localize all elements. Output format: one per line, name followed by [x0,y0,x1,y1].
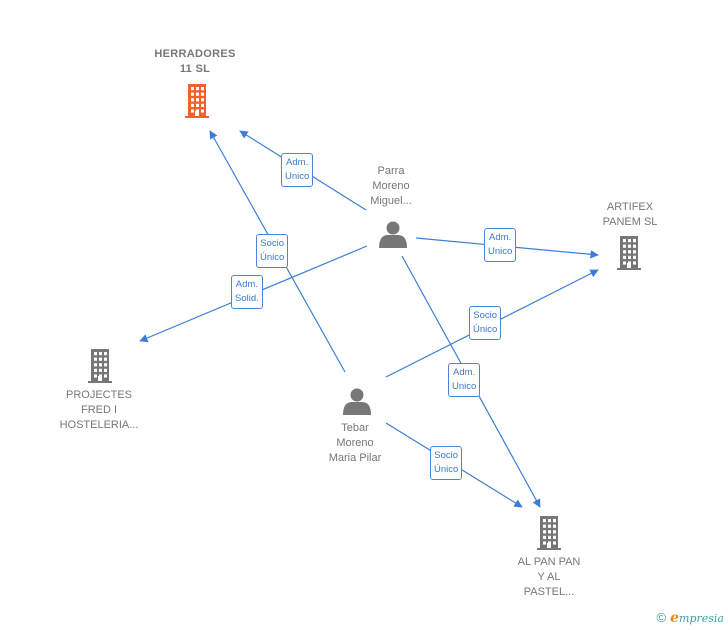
building-icon-herradores[interactable] [185,84,209,118]
building-icon-projectes[interactable] [88,349,112,383]
edge-label-parra-herradores[interactable]: Adm.Unico [281,153,314,187]
node-label-projectes[interactable]: PROJECTES FRED I HOSTELERIA... [59,389,139,431]
brand-footer: ©empresia [657,610,724,626]
edge-label-parra-artifex[interactable]: Adm.Unico [484,228,517,262]
node-label-tebar[interactable]: Tebar Moreno Maria Pilar [328,422,382,464]
brand-logo-e: e [670,610,680,626]
edge-label-parra-projectes[interactable]: Adm.Solid. [231,275,263,309]
person-icon-tebar[interactable] [343,388,371,416]
copyright-symbol: © [656,610,667,625]
building-icon-alpan[interactable] [537,516,561,550]
brand-logo-text: mpresia [679,612,724,625]
node-label-artifex[interactable]: ARTIFEX PANEM SL [602,201,658,228]
node-label-herradores[interactable]: HERRADORES 11 SL [154,48,236,75]
node-label-parra[interactable]: Parra Moreno Miguel... [370,165,412,207]
building-icon-artifex[interactable] [617,236,641,270]
person-icon-parra[interactable] [379,221,407,249]
edge-label-parra-alpan[interactable]: Adm.Unico [448,363,481,397]
node-label-alpan[interactable]: AL PAN PAN Y AL PASTEL... [517,556,581,598]
